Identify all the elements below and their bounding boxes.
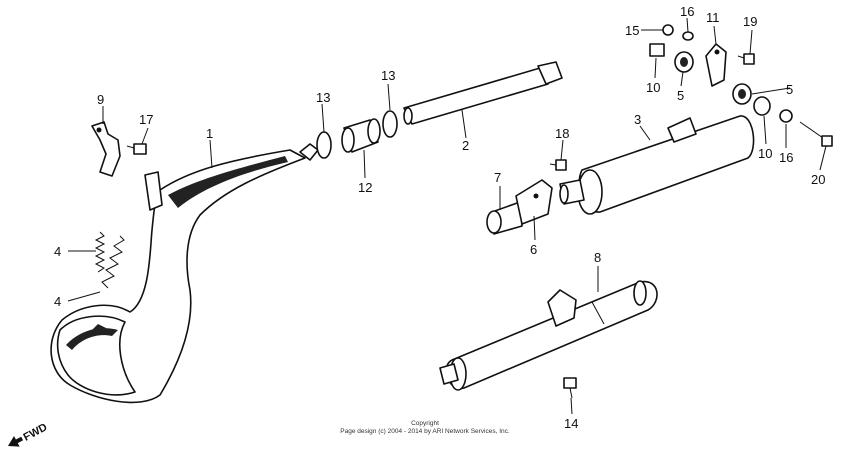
callout-13-left: 13 [316,90,330,105]
collar-10-left [649,43,665,57]
collar-10-right [753,96,771,116]
callout-5-left: 5 [677,88,684,103]
fwd-label: FWD [22,421,50,443]
silencer-clamp [486,179,553,235]
callout-17: 17 [139,112,153,127]
callout-16-top: 16 [680,4,694,19]
callout-11: 11 [706,10,720,25]
gasket-left [316,131,332,159]
callout-4-lower: 4 [54,294,61,309]
callout-14: 14 [564,416,578,431]
callout-7: 7 [494,170,501,185]
spring-lower [101,235,125,289]
bolt-17 [126,143,147,155]
callout-4-upper: 4 [54,244,61,259]
callout-3: 3 [634,112,641,127]
callout-16-right: 16 [779,150,793,165]
leader-lines [67,17,827,415]
callout-1: 1 [206,126,213,141]
callout-12: 12 [358,180,372,195]
callout-15: 15 [625,23,639,38]
joint-pipe [341,118,381,153]
bolt-19 [737,53,755,65]
silencer [559,115,755,215]
copyright-footer: Copyright Page design (c) 2004 - 2014 by… [340,420,510,435]
nut-15 [662,24,674,36]
washer-16-top [682,31,694,41]
connecting-pipe [403,61,563,125]
lower-muffler [439,280,658,391]
callout-8: 8 [594,250,601,265]
expansion-chamber [50,143,319,404]
copyright-line-2: Page design (c) 2004 - 2014 by ARI Netwo… [340,428,510,435]
bolt-20 [799,121,833,147]
fwd-indicator: FWD [8,421,50,447]
copyright-line-1: Copyright [411,420,439,427]
grommet-5-left [674,51,694,73]
bolt-14 [563,377,577,399]
fwd-arrow-icon [8,436,24,447]
spring-upper [94,231,106,273]
callout-9: 9 [97,92,104,107]
callout-20: 20 [811,172,825,187]
chamber-bracket [91,121,121,177]
gasket-right [382,110,398,138]
callout-6: 6 [530,242,537,257]
callout-19: 19 [743,14,757,29]
callout-labels: 1 2 3 4 4 5 5 6 7 8 9 10 10 11 12 13 13 … [54,4,825,431]
callout-2: 2 [462,138,469,153]
callout-5-right: 5 [786,82,793,97]
bolt-18 [549,159,567,171]
callout-10-left: 10 [646,80,660,95]
callout-10-right: 10 [758,146,772,161]
callout-18: 18 [555,126,569,141]
washer-16-right [779,109,793,123]
callout-13-right: 13 [381,68,395,83]
bracket-11 [705,43,727,87]
grommet-5-right [732,83,752,105]
